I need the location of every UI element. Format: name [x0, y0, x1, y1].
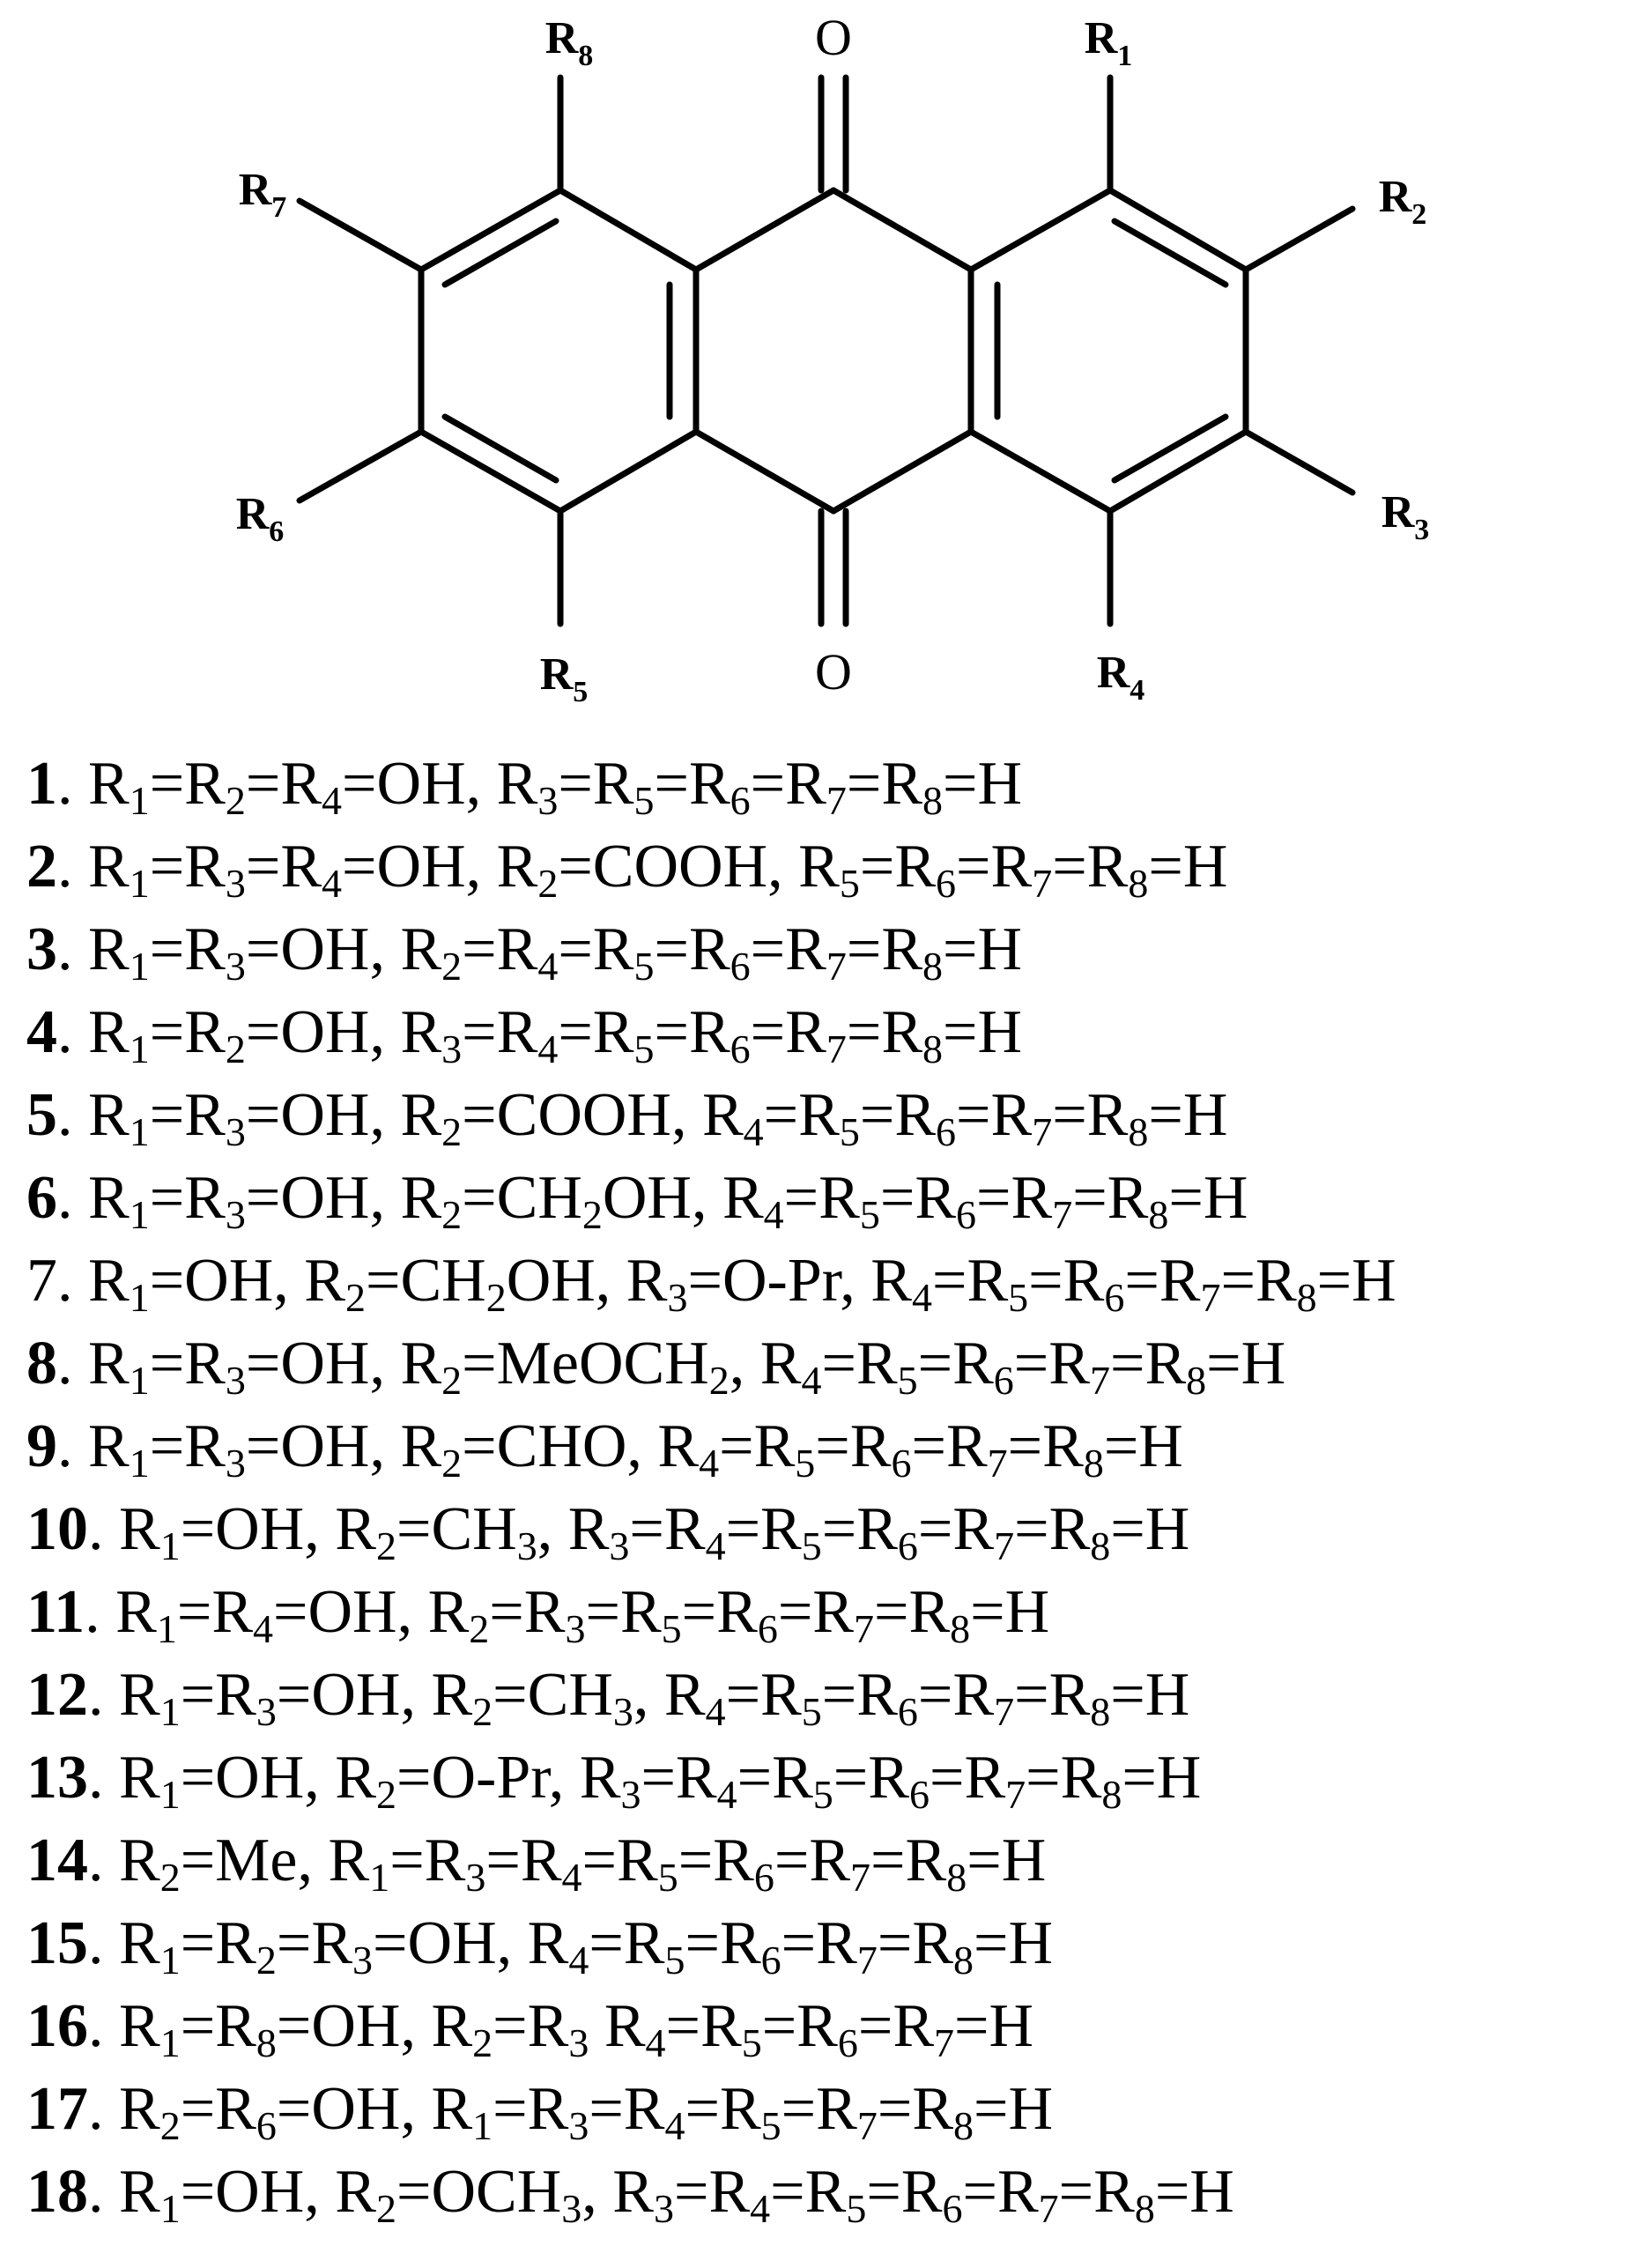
compound-number: 11: [26, 1578, 85, 1646]
compound-line-9: 9. R1=R3=OH, R2=CHO, R4=R5=R6=R7=R8=H: [26, 1412, 1183, 1486]
compound-substituents: R1=OH, R2=CH3, R3=R4=R5=R6=R7=R8=H: [119, 1495, 1190, 1568]
compound-line-16: 16. R1=R8=OH, R2=R3 R4=R5=R6=R7=H: [26, 1992, 1034, 2065]
compound-substituents: R1=R2=R3=OH, R4=R5=R6=R7=R8=H: [119, 1909, 1054, 1983]
compound-substituents: R1=R3=OH, R2=CH3, R4=R5=R6=R7=R8=H: [119, 1661, 1190, 1734]
compound-substituents: R1=R4=OH, R2=R3=R5=R6=R7=R8=H: [115, 1578, 1050, 1651]
compound-number: 13: [26, 1744, 88, 1812]
substituent-label-r3: R3: [1381, 487, 1430, 546]
compound-number: 14: [26, 1827, 88, 1894]
compound-line-6: 6. R1=R3=OH, R2=CH2OH, R4=R5=R6=R7=R8=H: [26, 1164, 1248, 1237]
compound-number: 9: [26, 1412, 57, 1480]
compound-substituents: R1=R3=OH, R2=R4=R5=R6=R7=R8=H: [88, 915, 1023, 989]
compound-number: 1: [26, 750, 57, 818]
substituent-label-r8: R8: [545, 13, 594, 72]
compound-substituents: R1=R8=OH, R2=R3 R4=R5=R6=R7=H: [119, 1992, 1034, 2065]
compound-substituents: R1=R3=OH, R2=CH2OH, R4=R5=R6=R7=R8=H: [88, 1164, 1248, 1237]
compound-line-15: 15. R1=R2=R3=OH, R4=R5=R6=R7=R8=H: [26, 1909, 1054, 1983]
compound-substituents: R1=R2=R4=OH, R3=R5=R6=R7=R8=H: [88, 750, 1023, 823]
bond-lines: [296, 74, 1356, 627]
substituent-label-r6: R6: [236, 489, 285, 548]
compound-substituents: R1=OH, R2=CH2OH, R3=O-Pr, R4=R5=R6=R7=R8…: [88, 1247, 1396, 1320]
compound-number: 2: [26, 833, 57, 901]
compound-line-2: 2. R1=R3=R4=OH, R2=COOH, R5=R6=R7=R8=H: [26, 833, 1228, 906]
compound-number: 16: [26, 1992, 88, 2060]
compound-number: 15: [26, 1909, 88, 1977]
compound-line-13: 13. R1=OH, R2=O-Pr, R3=R4=R5=R6=R7=R8=H: [26, 1744, 1202, 1817]
oxygen-bottom-label: O: [815, 643, 852, 700]
compound-substituents: R1=R3=OH, R2=MeOCH2, R4=R5=R6=R7=R8=H: [88, 1330, 1286, 1403]
substituent-label-r5: R5: [540, 649, 589, 708]
substituent-label-r2: R2: [1379, 172, 1427, 231]
compound-number: 10: [26, 1495, 88, 1563]
compound-substituents: R1=R3=OH, R2=CHO, R4=R5=R6=R7=R8=H: [88, 1412, 1183, 1486]
compound-number: 4: [26, 998, 57, 1066]
compound-line-4: 4. R1=R2=OH, R3=R4=R5=R6=R7=R8=H: [26, 998, 1023, 1071]
compound-line-7: 7. R1=OH, R2=CH2OH, R3=O-Pr, R4=R5=R6=R7…: [26, 1247, 1396, 1320]
compound-substituents: R2=Me, R1=R3=R4=R5=R6=R7=R8=H: [119, 1827, 1047, 1900]
substituent-label-r4: R4: [1097, 648, 1145, 707]
compound-line-10: 10. R1=OH, R2=CH3, R3=R4=R5=R6=R7=R8=H: [26, 1495, 1190, 1568]
compound-number: 18: [26, 2158, 88, 2226]
compound-line-17: 17. R2=R6=OH, R1=R3=R4=R5=R7=R8=H: [26, 2075, 1054, 2148]
compound-list: 1. R1=R2=R4=OH, R3=R5=R6=R7=R8=H 2. R1=R3…: [26, 743, 1630, 2234]
compound-line-14: 14. R2=Me, R1=R3=R4=R5=R6=R7=R8=H: [26, 1827, 1047, 1900]
compound-number: 3: [26, 915, 57, 983]
compound-line-12: 12. R1=R3=OH, R2=CH3, R4=R5=R6=R7=R8=H: [26, 1661, 1190, 1734]
compound-substituents: R2=R6=OH, R1=R3=R4=R5=R7=R8=H: [119, 2075, 1054, 2148]
compound-line-11: 11. R1=R4=OH, R2=R3=R5=R6=R7=R8=H: [26, 1578, 1050, 1651]
compound-number: 17: [26, 2075, 88, 2143]
compound-line-8: 8. R1=R3=OH, R2=MeOCH2, R4=R5=R6=R7=R8=H: [26, 1330, 1286, 1403]
compound-line-3: 3. R1=R3=OH, R2=R4=R5=R6=R7=R8=H: [26, 915, 1023, 989]
compound-substituents: R1=R2=OH, R3=R4=R5=R6=R7=R8=H: [88, 998, 1023, 1071]
compound-substituents: R1=OH, R2=OCH3, R3=R4=R5=R6=R7=R8=H: [119, 2158, 1234, 2231]
compound-number: 5: [26, 1081, 57, 1149]
oxygen-top-label: O: [815, 9, 852, 66]
compound-number: 8: [26, 1330, 57, 1397]
compound-substituents: R1=R3=R4=OH, R2=COOH, R5=R6=R7=R8=H: [88, 833, 1228, 906]
substituent-label-r1: R1: [1085, 13, 1133, 72]
compound-line-1: 1. R1=R2=R4=OH, R3=R5=R6=R7=R8=H: [26, 750, 1023, 823]
compound-number: 12: [26, 1661, 88, 1729]
compound-line-18: 18. R1=OH, R2=OCH3, R3=R4=R5=R6=R7=R8=H: [26, 2158, 1234, 2231]
compound-substituents: R1=OH, R2=O-Pr, R3=R4=R5=R6=R7=R8=H: [119, 1744, 1202, 1817]
compound-number: 6: [26, 1164, 57, 1232]
compound-line-5: 5. R1=R3=OH, R2=COOH, R4=R5=R6=R7=R8=H: [26, 1081, 1228, 1154]
substituent-label-r7: R7: [239, 165, 287, 224]
compound-substituents: R1=R3=OH, R2=COOH, R4=R5=R6=R7=R8=H: [88, 1081, 1228, 1154]
compound-number: 7: [26, 1247, 57, 1315]
